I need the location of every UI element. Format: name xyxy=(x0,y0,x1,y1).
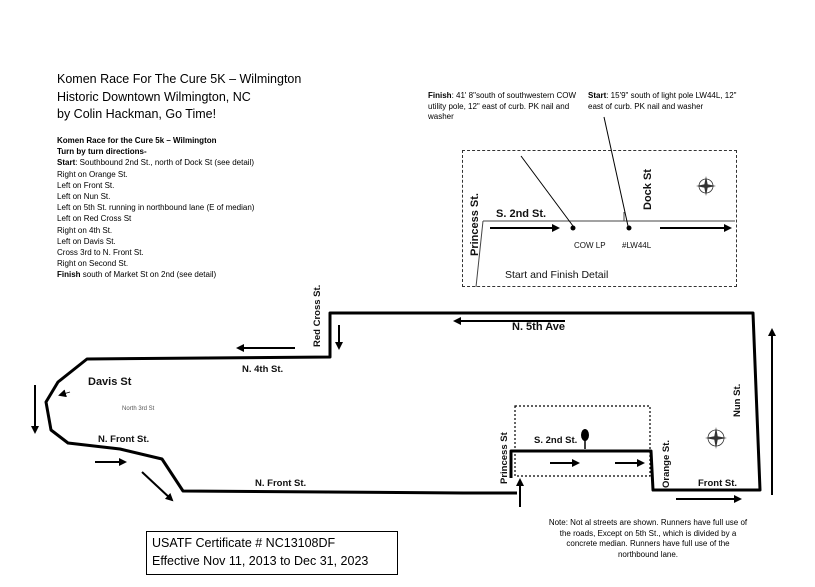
direction-step: Right on 4th St. xyxy=(57,225,254,236)
race-route xyxy=(44,311,762,495)
direction-step: Cross 3rd to N. Front St. xyxy=(57,247,254,258)
detail-title: Start and Finish Detail xyxy=(505,269,608,281)
direction-step-text: Right on Orange St. xyxy=(57,169,128,179)
arrow-nfront-2 xyxy=(141,471,174,502)
finish-note-text: : 41' 8"south of southwestern COW utilit… xyxy=(428,91,576,121)
detail-label-dock: Dock St xyxy=(642,169,654,210)
finish-point-marker xyxy=(570,225,576,231)
direction-step: Start: Southbound 2nd St., north of Dock… xyxy=(57,157,254,168)
direction-step-text: Right on 4th St. xyxy=(57,225,113,235)
direction-step-keyword: Start xyxy=(57,158,76,168)
title-line-3: by Colin Hackman, Go Time! xyxy=(57,107,217,121)
direction-step-text: : Southbound 2nd St., north of Dock St (… xyxy=(75,158,255,168)
finish-pin-icon xyxy=(581,429,589,449)
direction-step-text: south of Market St on 2nd (see detail) xyxy=(80,270,217,280)
direction-step-text: Left on Red Cross St xyxy=(57,214,132,224)
start-note-label: Start xyxy=(588,91,607,100)
direction-step-text: Right on Second St. xyxy=(57,259,129,269)
direction-step-text: Cross 3rd to N. Front St. xyxy=(57,248,144,258)
direction-step-text: Left on Nun St. xyxy=(57,192,111,202)
detail-label-s2nd: S. 2nd St. xyxy=(496,208,546,220)
map-footnote: Note: Not al streets are shown. Runners … xyxy=(548,518,748,559)
usatf-certificate-box: USATF Certificate # NC13108DF Effective … xyxy=(146,531,398,575)
label-red-cross: Red Cross St. xyxy=(312,285,323,347)
detail-label-princess: Princess St. xyxy=(469,193,481,256)
finish-note: Finish: 41' 8"south of southwestern COW … xyxy=(428,91,578,123)
directions-subheading: Turn by turn directions- xyxy=(57,147,147,157)
direction-step: Left on Red Cross St xyxy=(57,213,254,224)
compass-rose-icon xyxy=(696,176,716,196)
direction-step: Finish south of Market St on 2nd (see de… xyxy=(57,269,254,280)
label-princess: Princess St xyxy=(499,431,510,484)
start-pointer-line xyxy=(603,116,629,227)
title-line-1: Komen Race For The Cure 5K – Wilmington xyxy=(57,72,302,86)
start-note-text: : 15'9" south of light pole LW44L, 12" e… xyxy=(588,91,737,111)
label-orange: Orange St. xyxy=(661,440,672,488)
route-direction-arrows xyxy=(31,317,776,507)
certificate-number: USATF Certificate # NC13108DF xyxy=(152,536,336,550)
direction-step: Left on 5th St. running in northbound la… xyxy=(57,202,254,213)
direction-step: Left on Nun St. xyxy=(57,191,254,202)
label-nfront-2: N. Front St. xyxy=(255,478,306,489)
label-n5th: N. 5th Ave xyxy=(512,321,565,333)
direction-step: Left on Davis St. xyxy=(57,236,254,247)
start-point-marker xyxy=(626,225,632,231)
start-note: Start: 15'9" south of light pole LW44L, … xyxy=(588,91,748,112)
direction-step-text: Left on Davis St. xyxy=(57,236,116,246)
arrow-davis-pointer xyxy=(58,389,71,398)
finish-note-label: Finish xyxy=(428,91,452,100)
start-finish-detail-box xyxy=(462,150,737,287)
label-north3rd: North 3rd St xyxy=(122,406,155,412)
detail-princess-street-line xyxy=(475,220,484,288)
compass-rose-icon xyxy=(705,427,727,449)
label-front: Front St. xyxy=(698,478,737,489)
label-s2nd: S. 2nd St. xyxy=(534,435,577,446)
label-davis: Davis St xyxy=(88,376,132,388)
direction-step: Right on Second St. xyxy=(57,258,254,269)
finish-pointer-line xyxy=(520,155,574,227)
direction-step-text: Left on 5th St. running in northbound la… xyxy=(57,203,255,213)
detail-area-outline xyxy=(514,405,651,477)
directions-heading: Komen Race for the Cure 5k – Wilmington xyxy=(57,136,217,145)
label-nun: Nun St. xyxy=(732,384,743,417)
map-title: Komen Race For The Cure 5K – Wilmington … xyxy=(57,71,301,124)
directions-steps: Start: Southbound 2nd St., north of Dock… xyxy=(57,157,254,280)
label-nfront-1: N. Front St. xyxy=(98,434,149,445)
turn-by-turn-directions: Komen Race for the Cure 5k – Wilmington … xyxy=(57,135,254,281)
label-n4th: N. 4th St. xyxy=(242,364,283,375)
direction-step-text: Left on Front St. xyxy=(57,180,115,190)
title-line-2: Historic Downtown Wilmington, NC xyxy=(57,89,251,104)
certificate-effective-dates: Effective Nov 11, 2013 to Dec 31, 2023 xyxy=(152,554,369,568)
direction-step-keyword: Finish xyxy=(57,270,81,280)
detail-map: S. 2nd St. Princess St. Dock St COW LP #… xyxy=(469,116,735,288)
direction-step: Left on Front St. xyxy=(57,180,254,191)
direction-step: Right on Orange St. xyxy=(57,169,254,180)
detail-label-lw: #LW44L xyxy=(622,241,652,250)
detail-label-cow: COW LP xyxy=(574,241,606,250)
